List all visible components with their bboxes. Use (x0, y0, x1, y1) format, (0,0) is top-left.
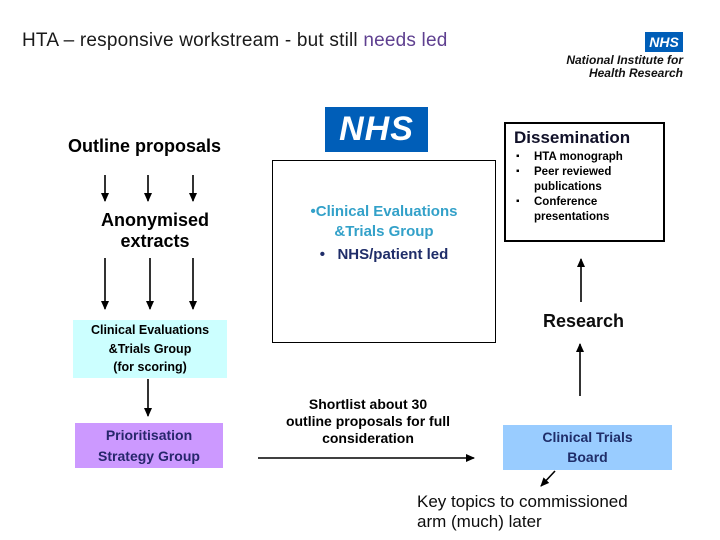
nhs-center-logo-text: NHS (339, 110, 414, 148)
dissemination-item: ▪ Peer reviewed publications (514, 165, 657, 194)
research-label: Research (543, 311, 625, 331)
square-bullet-icon: ▪ (516, 166, 520, 178)
scoring-group-box: Clinical Evaluations &Trials Group (for … (73, 320, 227, 378)
dissemination-title: Dissemination (514, 128, 631, 147)
anonymised-extracts-label: Anonymised extracts (100, 210, 210, 251)
dissemination-item: ▪ HTA monograph (514, 150, 657, 164)
dissemination-box: Dissemination ▪ HTA monograph ▪ Peer rev… (504, 122, 665, 242)
square-bullet-icon: ▪ (516, 196, 520, 208)
dissemination-item-label: HTA monograph (534, 151, 623, 163)
slide-title-highlight: needs led (363, 30, 448, 51)
clinical-evaluations-group-box: •Clinical Evaluations &Trials Group • NH… (272, 160, 496, 343)
outline-proposals-label: Outline proposals (68, 136, 222, 156)
shortlist-note: Shortlist about 30 outline proposals for… (285, 396, 451, 446)
slide-title: HTA – responsive workstream - but still … (22, 30, 448, 52)
dissemination-item: ▪ Conference presentations (514, 195, 657, 224)
diagonal-arrow (540, 470, 556, 487)
dissemination-item-label: Peer reviewed publications (534, 166, 612, 193)
nihr-tagline-line1: National Institute for (566, 53, 683, 67)
square-bullet-icon: ▪ (516, 151, 520, 162)
prioritisation-group-box: Prioritisation Strategy Group (75, 423, 223, 468)
nhs-corner-logo-text: NHS (649, 34, 679, 50)
nhs-corner-logo-icon: NHS (645, 32, 683, 52)
slide-title-text: HTA – responsive workstream - but still (22, 30, 364, 51)
nihr-tagline-line2: Health Research (588, 66, 683, 81)
nhs-patient-led-bullet-text: • NHS/patient led (319, 245, 449, 263)
dissemination-item-label: Conference presentations (534, 196, 610, 223)
key-topics-note: Key topics to commissioned arm (much) la… (417, 492, 628, 532)
nihr-tagline: National Institute for Health Research (540, 53, 683, 81)
cetg-bullet-text: •Clinical Evaluations &Trials Group (310, 203, 458, 241)
clinical-trials-board-box: Clinical Trials Board (503, 425, 672, 470)
nhs-center-logo-icon: NHS (325, 107, 428, 152)
